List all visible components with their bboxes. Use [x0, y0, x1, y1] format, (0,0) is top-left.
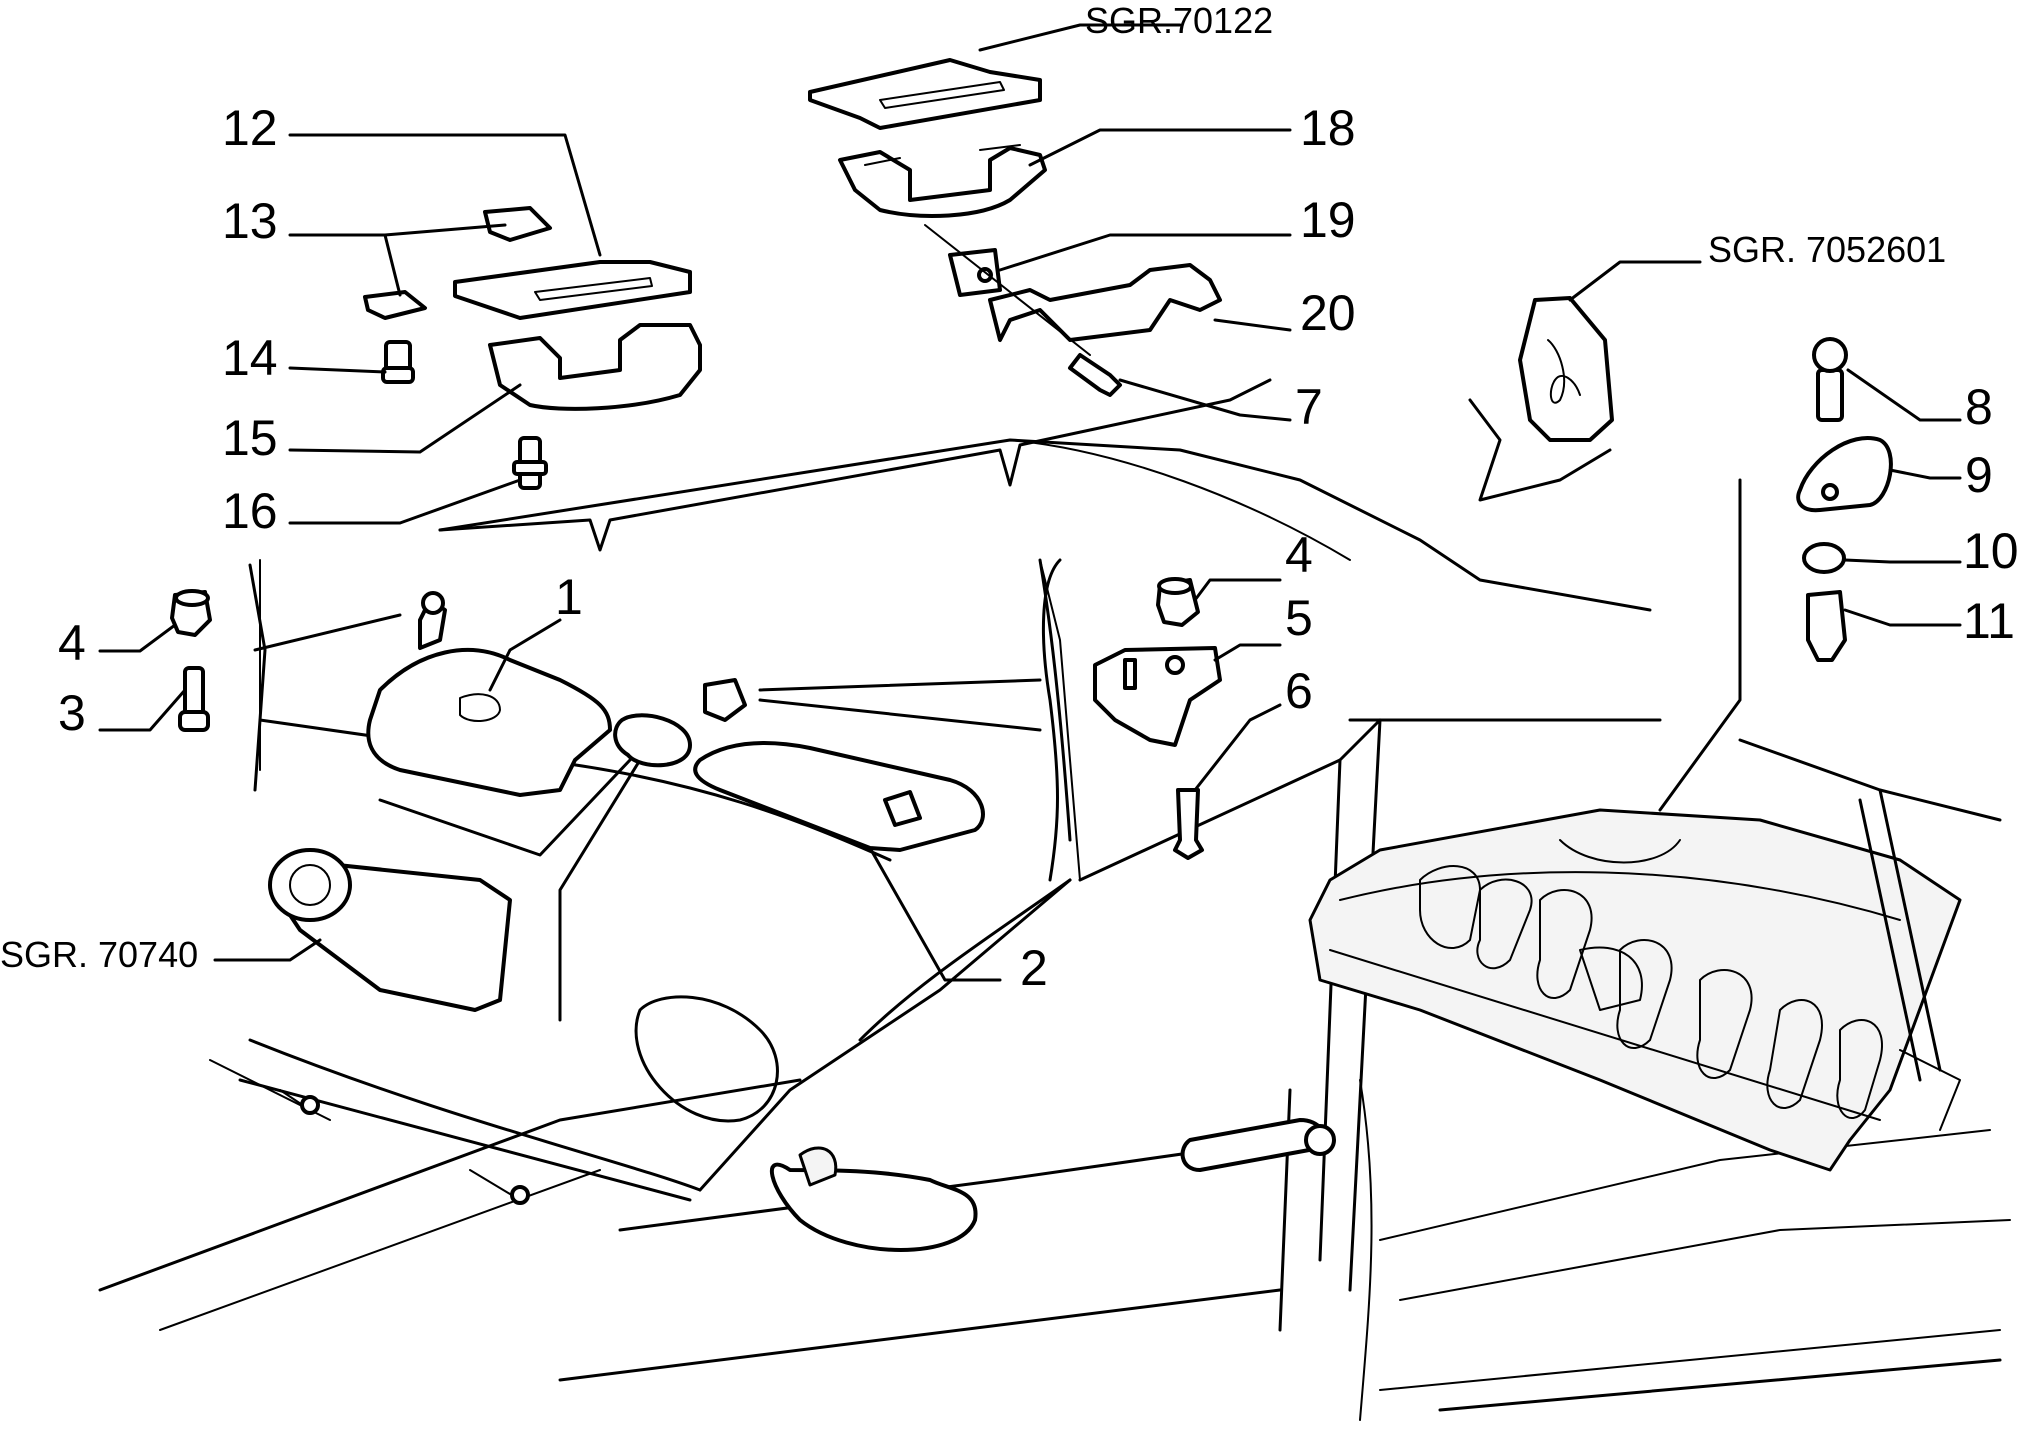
part-sgr-70740-lamp	[268, 848, 512, 1012]
leader-sgr-70122	[978, 23, 1182, 52]
callout-16: 16	[222, 483, 278, 539]
part-10-spacer	[1802, 542, 1846, 574]
roof-panel-drawing	[1308, 808, 1962, 1172]
part-3-screw-left	[178, 666, 210, 732]
leader-14	[288, 366, 387, 374]
car-body-outline	[98, 438, 2011, 1421]
label-sgr-70740: SGR. 70740	[0, 934, 198, 975]
part-5-bracket	[1093, 646, 1222, 747]
callout-8: 8	[1965, 379, 1993, 435]
callout-12: 12	[222, 100, 278, 156]
part-sgr-7052601	[1518, 296, 1614, 442]
callout-4-left: 4	[58, 615, 86, 671]
reference-labels: SGR.70122 SGR. 7052601 SGR. 70740	[0, 0, 1946, 975]
leader-16	[288, 478, 522, 525]
part-18-grab-handle	[838, 144, 1047, 218]
part-16-stud	[512, 436, 548, 490]
leader-3	[98, 688, 187, 732]
leader-11	[1843, 608, 1962, 627]
callout-brackets	[248, 378, 2002, 1082]
part-9-strap-loop	[1796, 436, 1893, 513]
callout-7: 7	[1295, 379, 1323, 435]
leader-13-a	[288, 223, 507, 237]
part-2-sun-visor	[693, 741, 985, 852]
leader-1	[488, 618, 562, 692]
part-roof-cover-plate	[808, 58, 1042, 130]
leader-10	[1843, 558, 1962, 564]
callout-4-center: 4	[1285, 527, 1313, 583]
leader-15	[288, 383, 522, 454]
callout-3: 3	[58, 685, 86, 741]
callout-9: 9	[1965, 447, 1993, 503]
part-20-bracket	[988, 263, 1222, 342]
part-19-clip	[948, 248, 1002, 297]
callout-1: 1	[555, 569, 583, 625]
leader-18	[1028, 128, 1292, 167]
leader-4-left	[98, 623, 177, 653]
part-15-grab-handle	[488, 323, 702, 411]
leader-sgr-70740	[213, 938, 322, 962]
callout-10: 10	[1963, 523, 2019, 579]
callout-numbers: 12 13 14 15 16 4 3 1 2 18 19 20 7 4 5 6 …	[58, 100, 2019, 996]
callout-15: 15	[222, 410, 278, 466]
part-1-sun-visor	[366, 591, 612, 797]
leader-12	[288, 133, 602, 257]
callout-5: 5	[1285, 590, 1313, 646]
leader-dash-7	[924, 224, 1091, 356]
part-4-plug-left	[170, 589, 212, 637]
callout-14: 14	[222, 330, 278, 386]
part-4-plug-center	[1156, 577, 1200, 627]
part-8-bolt	[1812, 337, 1848, 422]
leader-13-b	[383, 233, 402, 297]
part-14-bolt	[381, 340, 415, 384]
leader-19	[998, 233, 1292, 272]
callout-20: 20	[1300, 285, 1356, 341]
callout-19: 19	[1300, 192, 1356, 248]
part-11-anchor	[1806, 590, 1847, 662]
part-7-screw	[1068, 353, 1122, 397]
leader-sgr-7052601	[1568, 260, 1702, 302]
label-sgr-7052601: SGR. 7052601	[1708, 229, 1946, 270]
callout-11: 11	[1963, 593, 2015, 649]
leader-lines	[98, 23, 1962, 982]
leader-9	[1888, 468, 1962, 480]
leader-5	[1213, 643, 1282, 662]
callout-2: 2	[1020, 940, 1048, 996]
visor-hook	[703, 678, 747, 722]
label-sgr-70122: SGR.70122	[1085, 0, 1273, 41]
leader-8	[1846, 368, 1962, 422]
leader-20	[1213, 318, 1292, 332]
leader-7	[1118, 378, 1292, 422]
leader-4-center	[1193, 578, 1282, 602]
leader-2	[868, 846, 1002, 982]
visor-clip-oval	[613, 713, 692, 768]
part-12-cover-plate	[453, 260, 692, 320]
callout-13: 13	[222, 193, 278, 249]
part-6-screw	[1173, 788, 1204, 860]
callout-6: 6	[1285, 663, 1313, 719]
leader-6	[1193, 703, 1282, 792]
callout-18: 18	[1300, 100, 1356, 156]
